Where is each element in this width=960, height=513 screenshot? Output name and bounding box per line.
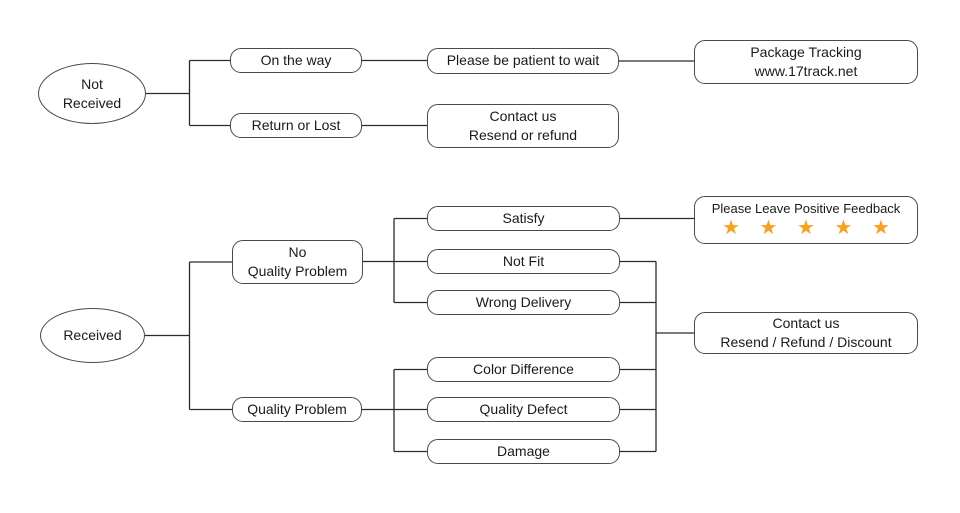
node-quality-defect-label: Quality Defect: [479, 400, 568, 417]
node-quality-problem-label: Quality Problem: [247, 400, 347, 417]
node-wrong-delivery: Wrong Delivery: [427, 290, 620, 315]
node-wrong-delivery-label: Wrong Delivery: [475, 293, 572, 310]
node-received-label: Received: [63, 327, 122, 344]
node-contact-discount: Contact us Resend / Refund / Discount: [694, 312, 918, 354]
node-on-the-way-label: On the way: [260, 51, 332, 68]
node-contact-resend-refund: Contact us Resend or refund: [427, 104, 619, 148]
node-on-the-way: On the way: [230, 48, 362, 73]
node-contact-discount-line2: Resend / Refund / Discount: [720, 334, 892, 350]
node-damage-label: Damage: [497, 442, 550, 459]
node-damage: Damage: [427, 439, 620, 464]
node-positive-feedback: Please Leave Positive Feedback ★ ★ ★ ★ ★: [694, 196, 918, 244]
node-color-difference-label: Color Difference: [473, 360, 574, 377]
node-no-quality-problem-line1: No: [288, 243, 307, 260]
five-star-rating-icon: ★ ★ ★ ★ ★: [722, 217, 897, 240]
node-package-tracking-label-line1: Package Tracking: [750, 43, 862, 60]
node-satisfy-label: Satisfy: [502, 209, 545, 226]
node-contact-discount-line1: Contact us: [772, 314, 840, 331]
node-quality-problem: Quality Problem: [232, 397, 362, 422]
connector-qualityproblem-branch: [362, 368, 427, 453]
node-package-tracking: Package Tracking www.17track.net: [694, 40, 918, 84]
node-not-received: Not Received: [38, 63, 146, 124]
node-package-tracking-label-line2: www.17track.net: [754, 63, 858, 79]
node-contact-resend-refund-line2: Resend or refund: [468, 127, 578, 143]
node-return-or-lost: Return or Lost: [230, 113, 362, 138]
node-return-or-lost-label: Return or Lost: [251, 116, 341, 133]
node-not-fit: Not Fit: [427, 249, 620, 274]
node-color-difference: Color Difference: [427, 357, 620, 382]
node-no-quality-problem-line2: Quality Problem: [247, 263, 348, 279]
node-no-quality-problem: No Quality Problem: [232, 240, 363, 284]
node-please-be-patient: Please be patient to wait: [427, 48, 619, 74]
node-not-fit-label: Not Fit: [502, 252, 545, 269]
node-quality-defect: Quality Defect: [427, 397, 620, 422]
node-not-received-label-line1: Not: [81, 76, 103, 93]
connector-collector-to-contact-discount: [620, 260, 694, 453]
node-positive-feedback-label: Please Leave Positive Feedback: [711, 200, 901, 216]
node-not-received-label-line2: Received: [62, 94, 122, 111]
connector-not-received-branch: [146, 59, 230, 127]
node-please-be-patient-label: Please be patient to wait: [446, 52, 600, 69]
node-satisfy: Satisfy: [427, 206, 620, 231]
node-contact-resend-refund-line1: Contact us: [489, 107, 557, 124]
node-received: Received: [40, 308, 145, 363]
connector-noqualityproblem-branch: [363, 217, 427, 304]
connector-received-branch: [145, 261, 232, 411]
